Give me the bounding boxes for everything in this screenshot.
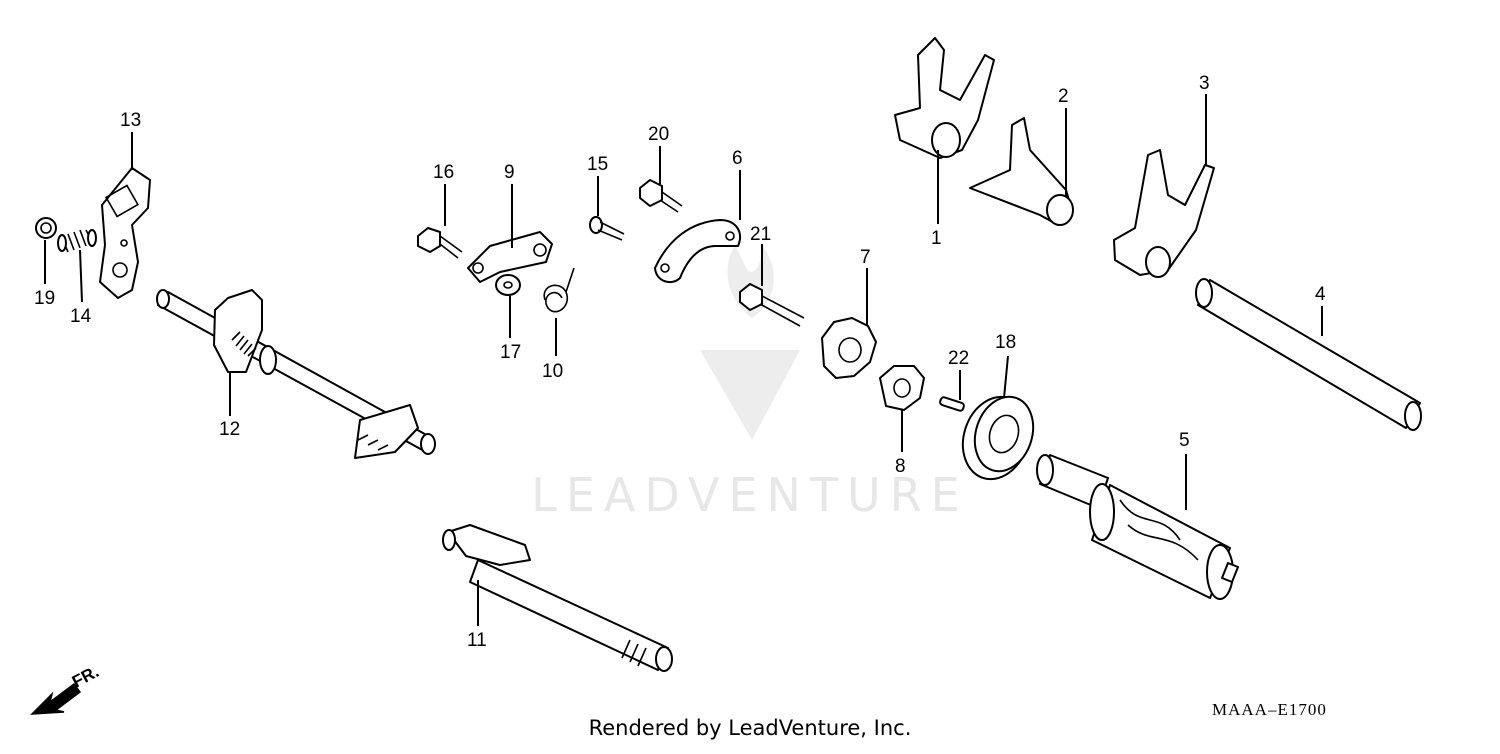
- callout-5: 5: [1179, 430, 1190, 451]
- part-3-shift-fork[interactable]: [1113, 149, 1215, 278]
- callout-18: 18: [995, 332, 1016, 353]
- part-17-washer[interactable]: [495, 274, 521, 296]
- watermark-text: LEADVENTURE: [531, 468, 969, 522]
- part-21-bolt[interactable]: [739, 283, 805, 327]
- callout-10: 10: [542, 361, 563, 382]
- part-5-shift-drum[interactable]: [1036, 454, 1239, 600]
- callout-11: 11: [467, 630, 487, 651]
- callout-16: 16: [433, 162, 454, 183]
- callout-15: 15: [587, 154, 608, 175]
- part-8-plate[interactable]: [879, 365, 925, 411]
- part-13-plate[interactable]: [99, 167, 151, 299]
- callout-4: 4: [1315, 284, 1326, 305]
- leader-lines: [44, 94, 1323, 626]
- part-12-spindle[interactable]: [156, 289, 436, 459]
- callout-2: 2: [1058, 86, 1069, 107]
- part-9-stopper-arm[interactable]: [467, 231, 553, 283]
- part-10-spring[interactable]: [543, 267, 575, 313]
- callout-17: 17: [500, 342, 521, 363]
- part-6-plate[interactable]: [654, 219, 741, 284]
- watermark-logo: [700, 245, 800, 440]
- part-19-clip[interactable]: [35, 217, 57, 239]
- part-22-pin[interactable]: [939, 396, 965, 412]
- part-16-bolt[interactable]: [417, 227, 463, 259]
- front-arrow-icon: FR.: [30, 662, 102, 715]
- diagram-code: MAAA–E1700: [1212, 700, 1327, 719]
- part-15-screw[interactable]: [589, 216, 625, 241]
- part-1-shift-fork[interactable]: [894, 37, 995, 159]
- callout-13: 13: [120, 110, 141, 131]
- callout-19: 19: [34, 288, 55, 309]
- callout-7: 7: [860, 247, 871, 268]
- part-2-shift-fork[interactable]: [969, 117, 1074, 226]
- callout-20: 20: [648, 124, 669, 145]
- part-18-bearing[interactable]: [953, 388, 1043, 488]
- part-7-drum-center[interactable]: [821, 317, 877, 379]
- credit-text: Rendered by LeadVenture, Inc.: [588, 716, 912, 740]
- callout-9: 9: [504, 162, 515, 183]
- part-14-spring[interactable]: [57, 229, 97, 253]
- part-4-fork-shaft[interactable]: [1195, 278, 1422, 431]
- callout-3: 3: [1199, 73, 1210, 94]
- callout-21: 21: [750, 224, 771, 245]
- callout-labels: 1 2 3 4 5 6 7 8 9 10 11 12 13 14 15 16 1…: [34, 73, 1326, 651]
- part-11-shift-shaft[interactable]: [442, 524, 673, 672]
- callout-8: 8: [895, 456, 906, 477]
- part-20-bolt[interactable]: [639, 179, 683, 213]
- callout-14: 14: [70, 306, 92, 327]
- callout-12: 12: [219, 419, 240, 440]
- callout-22: 22: [948, 348, 969, 369]
- callout-1: 1: [931, 228, 942, 249]
- callout-6: 6: [732, 148, 743, 169]
